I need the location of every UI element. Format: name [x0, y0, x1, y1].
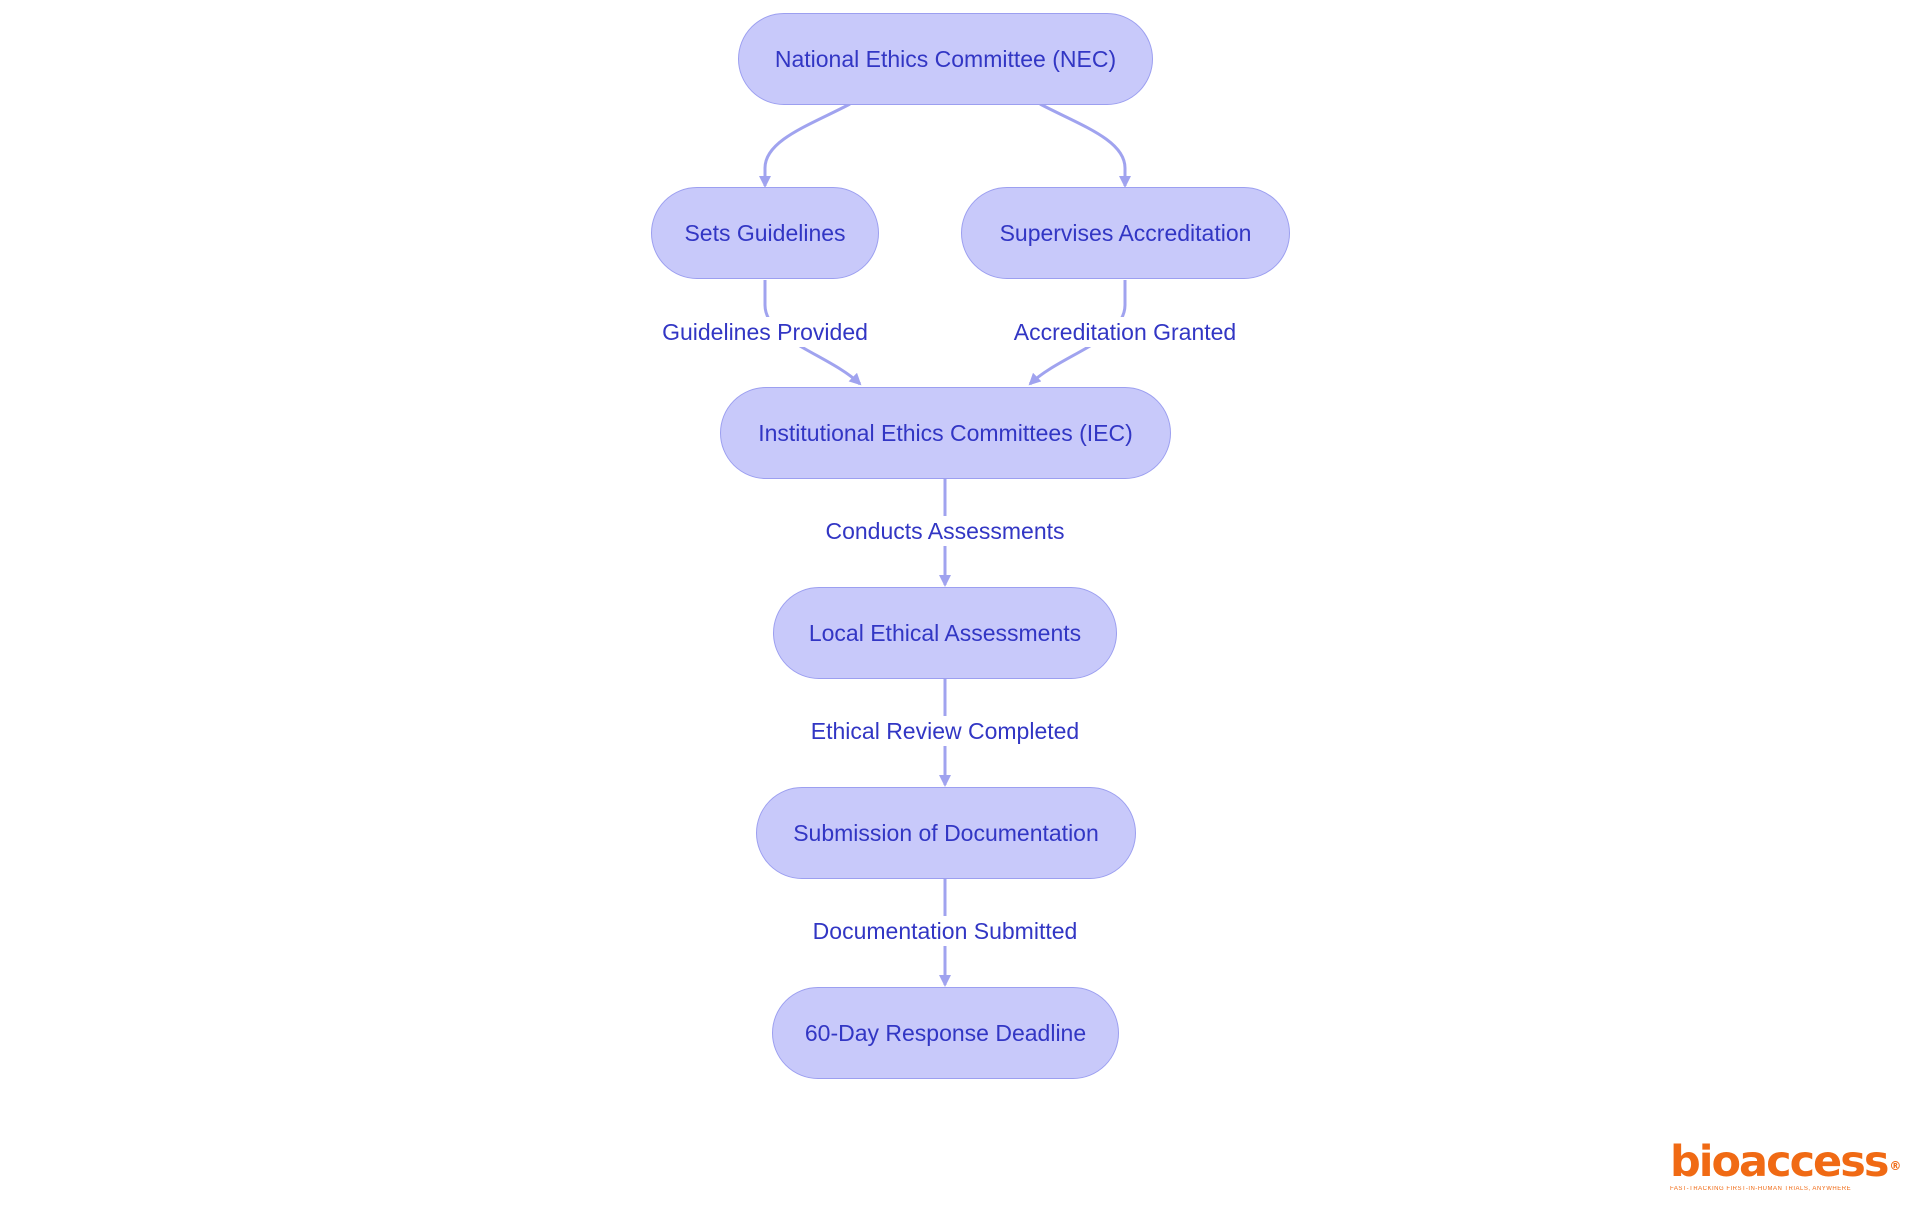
edge-label-documentation-submitted: Documentation Submitted: [810, 916, 1080, 946]
node-submission: Submission of Documentation: [756, 787, 1136, 879]
logo-registered-mark: ®: [1889, 1159, 1901, 1173]
logo-tagline: FAST-TRACKING FIRST-IN-HUMAN TRIALS, ANY…: [1670, 1186, 1852, 1192]
bioaccess-logo: bioaccess® FAST-TRACKING FIRST-IN-HUMAN …: [1670, 1137, 1901, 1192]
node-iec: Institutional Ethics Committees (IEC): [720, 387, 1171, 479]
edge-nec-to-supervises-accreditation: [1039, 102, 1131, 188]
edge-label-accreditation-granted: Accreditation Granted: [1011, 317, 1239, 347]
node-deadline: 60-Day Response Deadline: [772, 987, 1119, 1079]
node-nec: National Ethics Committee (NEC): [738, 13, 1153, 105]
edge-nec-to-sets-guidelines: [759, 102, 851, 188]
node-local-assessments: Local Ethical Assessments: [773, 587, 1117, 679]
node-supervises-accreditation: Supervises Accreditation: [961, 187, 1290, 279]
logo-wordmark: bioaccess: [1670, 1137, 1889, 1187]
edge-label-ethical-review-completed: Ethical Review Completed: [808, 716, 1082, 746]
node-sets-guidelines: Sets Guidelines: [651, 187, 879, 279]
edge-label-guidelines-provided: Guidelines Provided: [660, 317, 870, 347]
edge-label-conducts-assessments: Conducts Assessments: [823, 516, 1067, 546]
